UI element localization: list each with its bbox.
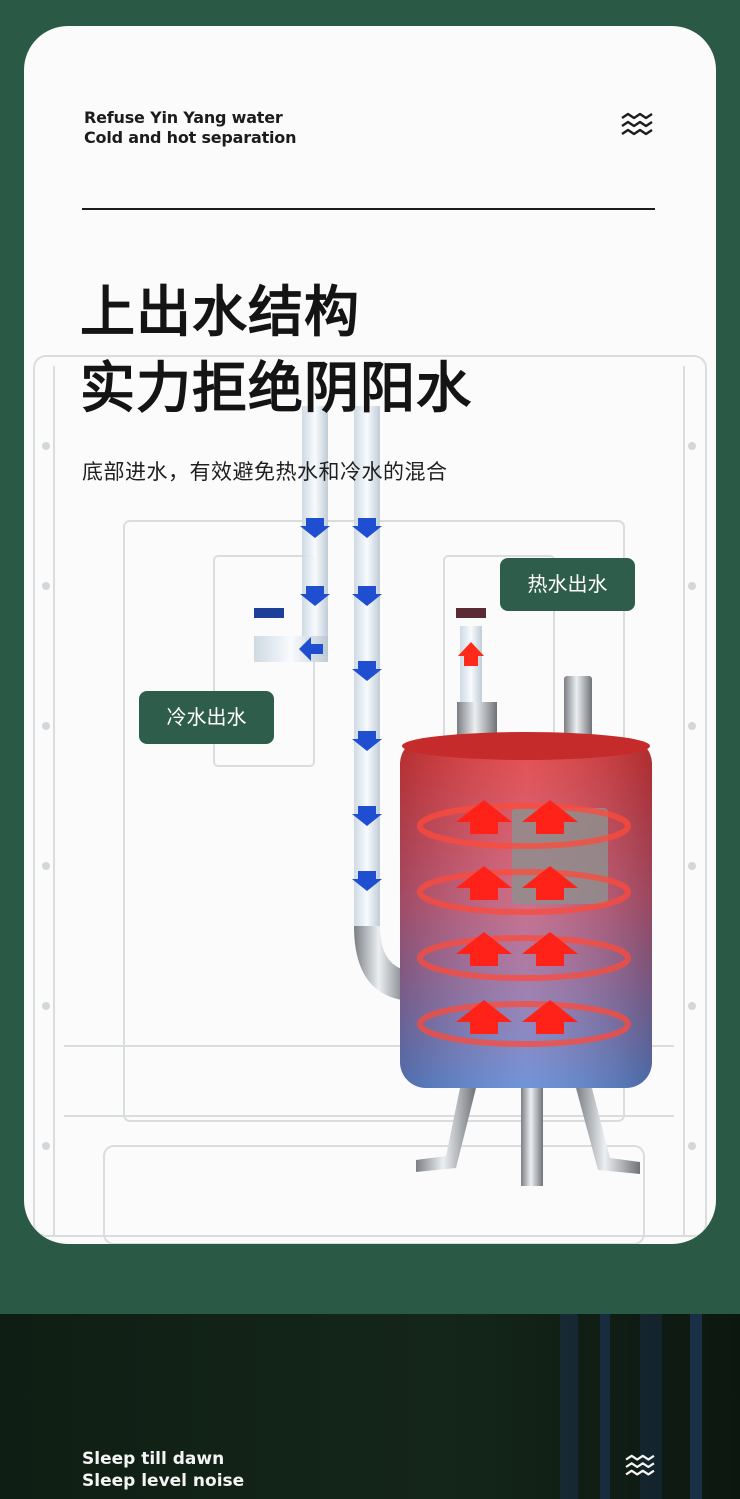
header-divider xyxy=(82,208,655,210)
page-title: 上出水结构 实力拒绝阴阳水 xyxy=(80,274,472,426)
feature-description: 底部进水，有效避免热水和冷水的混合 xyxy=(82,460,448,484)
hot-water-outlet-label: 热水出水 xyxy=(500,558,635,611)
product-card: Refuse Yin Yang water Cold and hot separ… xyxy=(24,26,716,1244)
water-heater-illustration xyxy=(33,355,707,1244)
title-line-1: 上出水结构 xyxy=(80,280,361,344)
next-heading-line-2: Sleep level noise xyxy=(82,1471,245,1491)
next-section-heading: Sleep till dawn Sleep level noise xyxy=(82,1448,244,1492)
eyebrow-line-1: Refuse Yin Yang water xyxy=(84,108,283,127)
dark-curtain-background xyxy=(560,1314,702,1499)
next-heading-line-1: Sleep till dawn xyxy=(82,1449,225,1469)
water-waves-icon xyxy=(621,112,653,136)
cold-water-outlet-label: 冷水出水 xyxy=(139,691,274,744)
next-section-banner: Sleep till dawn Sleep level noise xyxy=(0,1314,740,1499)
water-waves-icon xyxy=(625,1454,655,1476)
title-line-2: 实力拒绝阴阳水 xyxy=(80,356,473,420)
eyebrow-line-2: Cold and hot separation xyxy=(84,128,297,147)
feature-eyebrow: Refuse Yin Yang water Cold and hot separ… xyxy=(84,108,296,148)
